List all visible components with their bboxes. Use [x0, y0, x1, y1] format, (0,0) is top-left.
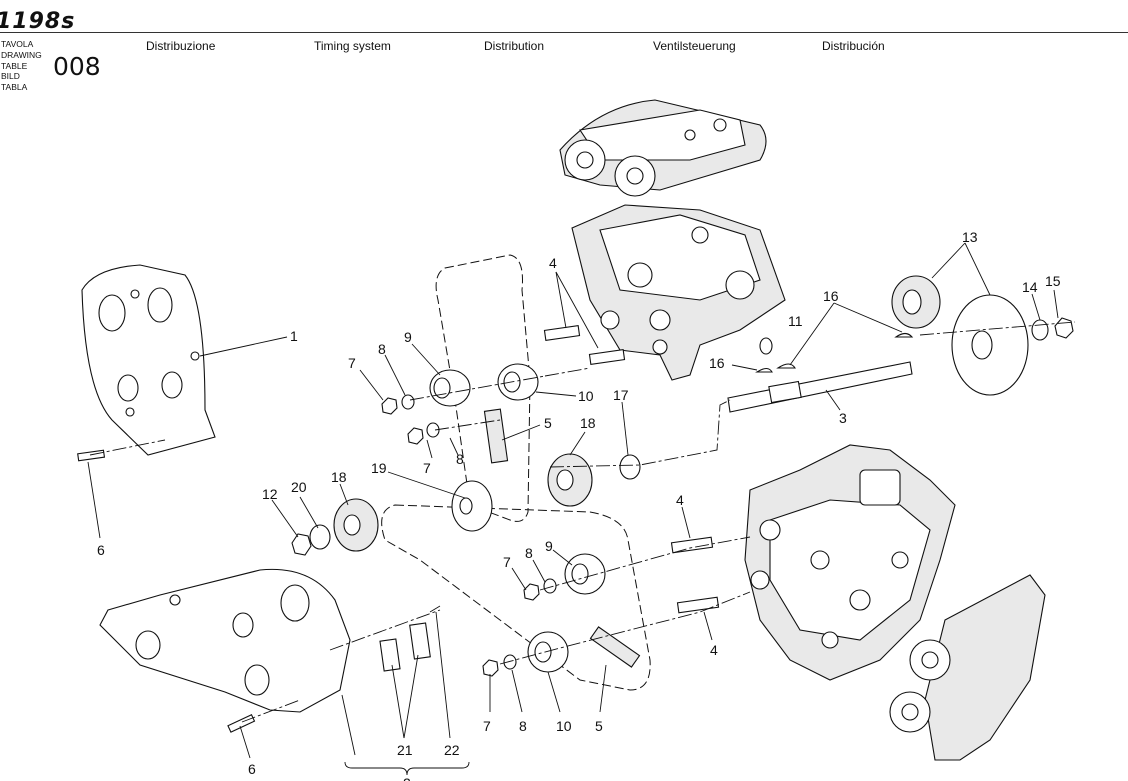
header-rule: [0, 32, 1128, 33]
callout-16-top: 16: [823, 288, 839, 304]
table-number: 008: [53, 52, 101, 81]
callout-19: 19: [371, 460, 387, 476]
nut-7-bottom-b: [482, 659, 499, 677]
tensioner-pulley-9-bottom: [564, 553, 606, 595]
idler-pulley-10-top: [497, 363, 539, 401]
washer-8-top: [401, 394, 415, 410]
nut-7-mid: [407, 427, 424, 445]
callout-4-bottom: 4: [710, 642, 718, 658]
callout-4-top: 4: [549, 255, 557, 271]
nut-7-top: [381, 397, 398, 415]
key-16-c: [894, 332, 914, 338]
table-label-de: BILD: [1, 71, 20, 82]
callout-1: 1: [290, 328, 298, 344]
callout-6-top: 6: [97, 542, 105, 558]
callout-12: 12: [262, 486, 278, 502]
washer-20: [309, 524, 331, 550]
table-label-fr: TABLE: [1, 60, 28, 71]
timing-belt-lower: [381, 504, 651, 691]
belt-piece-5-top: [483, 408, 509, 464]
callout-16-left: 16: [709, 355, 725, 371]
callout-9-top: 9: [404, 329, 412, 345]
gear-13-small: [891, 275, 941, 329]
callout-8-left: 8: [456, 451, 464, 467]
camshaft-housing-top: [559, 99, 767, 197]
callout-6-bottom: 6: [248, 761, 256, 777]
cylinder-head-upper: [571, 204, 786, 381]
callout-18-right: 18: [580, 415, 596, 431]
circlip-11: [759, 337, 773, 355]
table-label-en1: DRAWING: [1, 49, 42, 60]
callout-7-mid: 7: [503, 554, 511, 570]
nut-7-bottom-a: [523, 583, 540, 601]
callout-7-bottom: 7: [483, 718, 491, 734]
callout-17: 17: [613, 387, 629, 403]
gear-18-left: [333, 498, 379, 552]
camshaft-housing-lower: [889, 574, 1046, 761]
callout-21: 21: [397, 742, 413, 758]
callout-8-top: 8: [378, 341, 386, 357]
callout-11: 11: [788, 313, 803, 329]
table-label-it: TAVOLA: [1, 39, 34, 49]
callout-5-top: 5: [544, 415, 552, 431]
brand-logo: 1198s: [0, 9, 76, 34]
stud-4-d: [676, 596, 720, 614]
title-german: Ventilsteuerung: [653, 39, 736, 53]
callout-7-left: 7: [423, 460, 431, 476]
title-spanish: Distribución: [822, 39, 885, 53]
callout-8-bottom: 8: [519, 718, 527, 734]
gear-13-large: [951, 294, 1029, 396]
belt-cover-lower: [99, 568, 351, 713]
screw-22: [429, 605, 441, 613]
idler-pulley-10-bottom: [527, 631, 569, 673]
title-italian: Distribuzione: [146, 39, 216, 53]
spacer-17: [619, 454, 641, 480]
screw-6-top: [77, 449, 106, 462]
title-french: Distribution: [484, 39, 545, 53]
stud-4-a: [543, 325, 581, 341]
callout-2: 2: [403, 775, 411, 781]
stud-4-c: [670, 536, 714, 554]
callout-7-top: 7: [348, 355, 356, 371]
callout-10-bottom: 10: [556, 718, 572, 734]
gear-18-right: [547, 453, 593, 507]
washer-14: [1031, 319, 1049, 341]
title-english: Timing system: [314, 39, 391, 53]
camshaft-3: [727, 361, 913, 413]
table-labels: TAVOLA DRAWING TABLE BILD TABLA: [1, 39, 42, 93]
rubber-pad-21-a: [379, 638, 401, 672]
belt-piece-5-bottom: [589, 626, 641, 668]
callout-4-mid: 4: [676, 492, 684, 508]
cylinder-head-lower: [744, 444, 956, 681]
callout-15: 15: [1045, 273, 1061, 289]
stud-4-b: [588, 349, 626, 365]
nut-15: [1054, 317, 1074, 339]
washer-8-bottom-b: [503, 654, 517, 670]
callout-8-mid: 8: [525, 545, 533, 561]
table-label-es: TABLA: [1, 82, 28, 93]
timing-belt-upper: [435, 254, 531, 522]
callout-3: 3: [839, 410, 847, 426]
callout-9-bottom: 9: [545, 538, 553, 554]
callout-18-left: 18: [331, 469, 347, 485]
callout-20: 20: [291, 479, 307, 495]
belt-cover-upper: [81, 264, 216, 456]
key-16-a: [776, 363, 796, 369]
pulley-19: [451, 480, 493, 532]
washer-8-bottom-a: [543, 578, 557, 594]
callout-22: 22: [444, 742, 460, 758]
key-16-b: [755, 367, 773, 373]
callout-10-top: 10: [578, 388, 594, 404]
callout-13: 13: [962, 229, 978, 245]
washer-8-mid: [426, 422, 440, 438]
tensioner-pulley-9-top: [429, 369, 471, 407]
callout-5-bottom: 5: [595, 718, 603, 734]
callout-14: 14: [1022, 279, 1038, 295]
nut-12: [291, 533, 312, 556]
rubber-pad-21-b: [409, 622, 431, 660]
